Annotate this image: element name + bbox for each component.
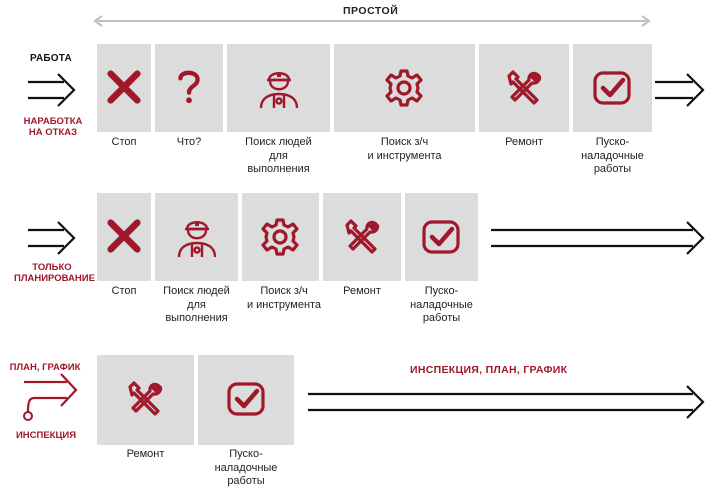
row2-stop-box	[97, 193, 151, 281]
row1-end-arrow	[655, 73, 705, 107]
step-find-people-box	[227, 44, 330, 132]
gear-icon	[384, 68, 424, 108]
step-what-box	[155, 44, 223, 132]
inspection-label: ИНСПЕКЦИЯ	[15, 430, 77, 441]
row2-end-arrow	[491, 221, 705, 255]
check-icon	[590, 68, 634, 108]
row3-repair-box	[97, 355, 194, 445]
inspection-plan-schedule-title: ИНСПЕКЦИЯ, ПЛАН, ГРАФИК	[410, 364, 568, 376]
gear-icon	[260, 217, 300, 257]
tools-icon	[125, 379, 165, 419]
caption-repair: Ремонт	[505, 136, 543, 148]
step-commissioning-box	[573, 44, 652, 132]
tools-icon	[504, 68, 544, 108]
row2-repair-box	[323, 193, 401, 281]
step-stop-box	[97, 44, 151, 132]
question-icon	[170, 66, 208, 106]
planning-only-label-2: ПЛАНИРОВАНИЕ	[14, 273, 95, 284]
row2-caption-repair: Ремонт	[343, 285, 381, 297]
work-label: РАБОТА	[30, 53, 72, 64]
run-to-failure-label-2: НА ОТКАЗ	[28, 127, 78, 138]
x-icon	[105, 68, 143, 106]
worker-icon	[175, 211, 219, 261]
check-icon	[224, 379, 268, 419]
row2-start-arrow	[28, 221, 76, 255]
tools-icon	[342, 217, 382, 257]
row3-commissioning-box	[198, 355, 294, 445]
planning-only-label-1: ТОЛЬКО	[32, 262, 72, 273]
step-find-parts-box	[334, 44, 475, 132]
row1-start-arrow	[28, 73, 76, 107]
worker-icon	[257, 62, 301, 112]
caption-stop: Стоп	[111, 136, 137, 148]
plan-schedule-label: ПЛАН, ГРАФИК	[9, 362, 81, 373]
check-icon	[419, 217, 463, 257]
step-repair-box	[479, 44, 569, 132]
row2-caption-stop: Стоп	[111, 285, 137, 297]
row3-end-arrow	[308, 385, 705, 419]
row2-find-people-box	[155, 193, 238, 281]
row2-find-parts-box	[242, 193, 319, 281]
row3-start-arrow	[23, 373, 78, 421]
caption-what: Что?	[176, 136, 202, 148]
downtime-span-arrow	[93, 15, 651, 27]
downtime-title: ПРОСТОЙ	[343, 5, 399, 17]
row2-commissioning-box	[405, 193, 478, 281]
row3-caption-repair: Ремонт	[126, 448, 165, 460]
x-icon	[105, 217, 143, 255]
run-to-failure-label-1: НАРАБОТКА	[23, 116, 83, 127]
